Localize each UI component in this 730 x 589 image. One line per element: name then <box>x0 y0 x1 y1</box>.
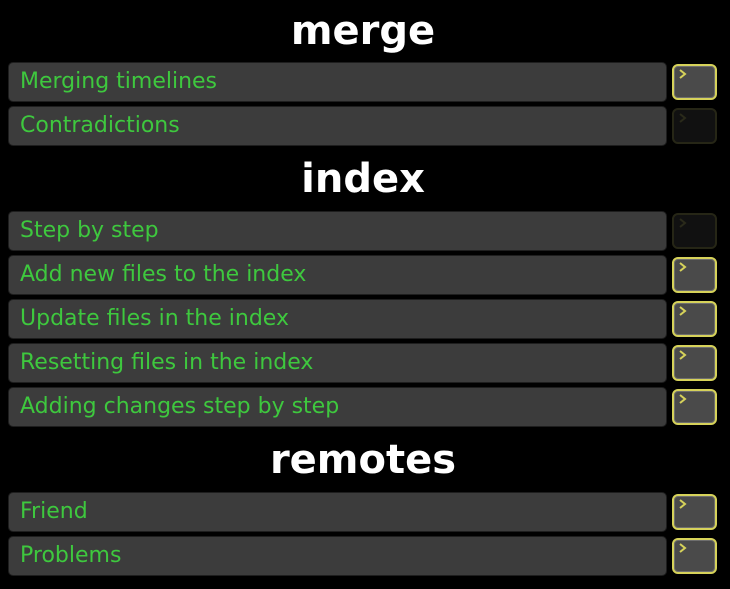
level-label: Resetting files in the index <box>20 350 314 375</box>
level-row: Contradictions <box>8 106 717 146</box>
section-title-remotes: remotes <box>269 437 457 483</box>
level-label: Friend <box>20 499 88 524</box>
level-label: Contradictions <box>20 113 180 138</box>
terminal-prompt-icon <box>679 543 687 553</box>
level-button-merging-timelines[interactable]: Merging timelines <box>8 62 667 102</box>
level-button-friend[interactable]: Friend <box>8 492 667 532</box>
level-row: Problems <box>8 536 717 576</box>
terminal-prompt-icon <box>679 262 687 272</box>
terminal-button[interactable] <box>672 345 717 381</box>
level-row: Resetting files in the index <box>8 343 717 383</box>
level-row: Adding changes step by step <box>8 387 717 427</box>
level-button-adding-changes[interactable]: Adding changes step by step <box>8 387 667 427</box>
terminal-prompt-icon <box>679 394 687 404</box>
terminal-prompt-icon <box>679 350 687 360</box>
terminal-button[interactable] <box>672 64 717 100</box>
terminal-prompt-icon <box>679 306 687 316</box>
section-title-index: index <box>301 156 425 202</box>
level-row: Merging timelines <box>8 62 717 102</box>
level-label: Update files in the index <box>20 306 289 331</box>
level-row: Step by step <box>8 211 717 251</box>
level-row: Add new files to the index <box>8 255 717 295</box>
terminal-button-disabled[interactable] <box>672 213 717 249</box>
terminal-button[interactable] <box>672 538 717 574</box>
level-button-problems[interactable]: Problems <box>8 536 667 576</box>
terminal-button[interactable] <box>672 301 717 337</box>
terminal-prompt-icon <box>679 113 687 123</box>
level-label: Add new files to the index <box>20 262 307 287</box>
terminal-button[interactable] <box>672 257 717 293</box>
level-button-contradictions[interactable]: Contradictions <box>8 106 667 146</box>
level-label: Adding changes step by step <box>20 394 340 419</box>
section-title-merge: merge <box>290 8 436 54</box>
level-button-step-by-step[interactable]: Step by step <box>8 211 667 251</box>
terminal-button[interactable] <box>672 494 717 530</box>
level-label: Step by step <box>20 218 159 243</box>
level-row: Update files in the index <box>8 299 717 339</box>
level-button-update-files[interactable]: Update files in the index <box>8 299 667 339</box>
level-button-resetting-files[interactable]: Resetting files in the index <box>8 343 667 383</box>
terminal-prompt-icon <box>679 499 687 509</box>
terminal-prompt-icon <box>679 218 687 228</box>
terminal-button-disabled[interactable] <box>672 108 717 144</box>
level-label: Problems <box>20 543 122 568</box>
terminal-button[interactable] <box>672 389 717 425</box>
level-button-add-new-files[interactable]: Add new files to the index <box>8 255 667 295</box>
level-row: Friend <box>8 492 717 532</box>
terminal-prompt-icon <box>679 69 687 79</box>
level-label: Merging timelines <box>20 69 218 94</box>
